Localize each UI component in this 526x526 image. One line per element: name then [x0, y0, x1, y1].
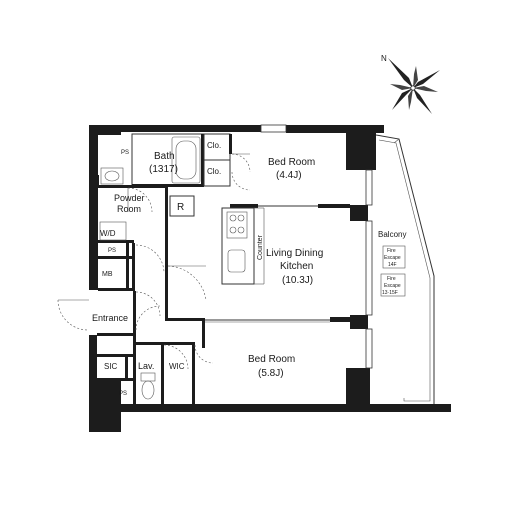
- living-label-1: Living Dining: [266, 248, 323, 259]
- living-size-label: (10.3J): [282, 275, 313, 286]
- entrance-label: Entrance: [92, 313, 128, 323]
- counter-label: Counter: [257, 234, 264, 260]
- balcony-outline: [375, 134, 435, 404]
- lav-label: Lav.: [138, 361, 154, 371]
- bed-room-1-label: Bed Room: [268, 157, 315, 168]
- compass-north-label: N: [381, 54, 387, 63]
- interior-walls: [97, 133, 350, 406]
- wic-label: WIC: [169, 362, 185, 371]
- bath-label: Bath: [154, 151, 175, 162]
- bathtub-icon: [171, 136, 201, 184]
- balcony-label: Balcony: [378, 230, 406, 239]
- sic-label: SIC: [104, 362, 118, 371]
- bed-room-2-size-label: (5.8J): [258, 368, 284, 379]
- refrigerator-icon: [169, 195, 195, 217]
- powder-room-label-2: Room: [117, 204, 141, 214]
- compass-rose-icon: [388, 58, 440, 114]
- door-swings: [57, 153, 251, 370]
- fire-escape-13-15f: [380, 273, 406, 297]
- fire-escape-14f: [382, 245, 406, 269]
- fire-escape-13-15f-line1: Fire: [387, 276, 396, 282]
- exterior-walls: [89, 124, 451, 432]
- fire-escape-14f-line2: Escape: [384, 255, 401, 261]
- fire-escape-13-15f-line2: Escape: [384, 283, 401, 289]
- refrigerator-label: R: [177, 202, 184, 213]
- fire-escape-14f-line1: Fire: [387, 248, 396, 254]
- bed-room-2-label: Bed Room: [248, 354, 295, 365]
- living-label-2: Kitchen: [280, 261, 313, 272]
- washer-dryer-icon: [99, 221, 127, 241]
- fire-escape-13-15f-floor: 13·15F: [382, 290, 398, 296]
- bed-room-1-size-label: (4.4J): [276, 170, 302, 181]
- ps-label-3: PS: [119, 391, 127, 397]
- powder-room-label-1: Powder: [114, 193, 145, 203]
- washer-dryer-label: W/D: [100, 229, 116, 238]
- ps-label-1: PS: [121, 150, 129, 156]
- ps-label-2: PS: [108, 248, 116, 254]
- closet-label-1: Clo.: [207, 141, 221, 150]
- stove-icon: [229, 214, 245, 234]
- mb-label: MB: [102, 271, 113, 278]
- closet-label-2: Clo.: [207, 167, 221, 176]
- fire-escape-14f-floor: 14F: [388, 262, 397, 268]
- bath-size-label: (1317): [149, 164, 178, 175]
- washbasin-icon: [100, 167, 124, 185]
- toilet-icon: [140, 372, 156, 400]
